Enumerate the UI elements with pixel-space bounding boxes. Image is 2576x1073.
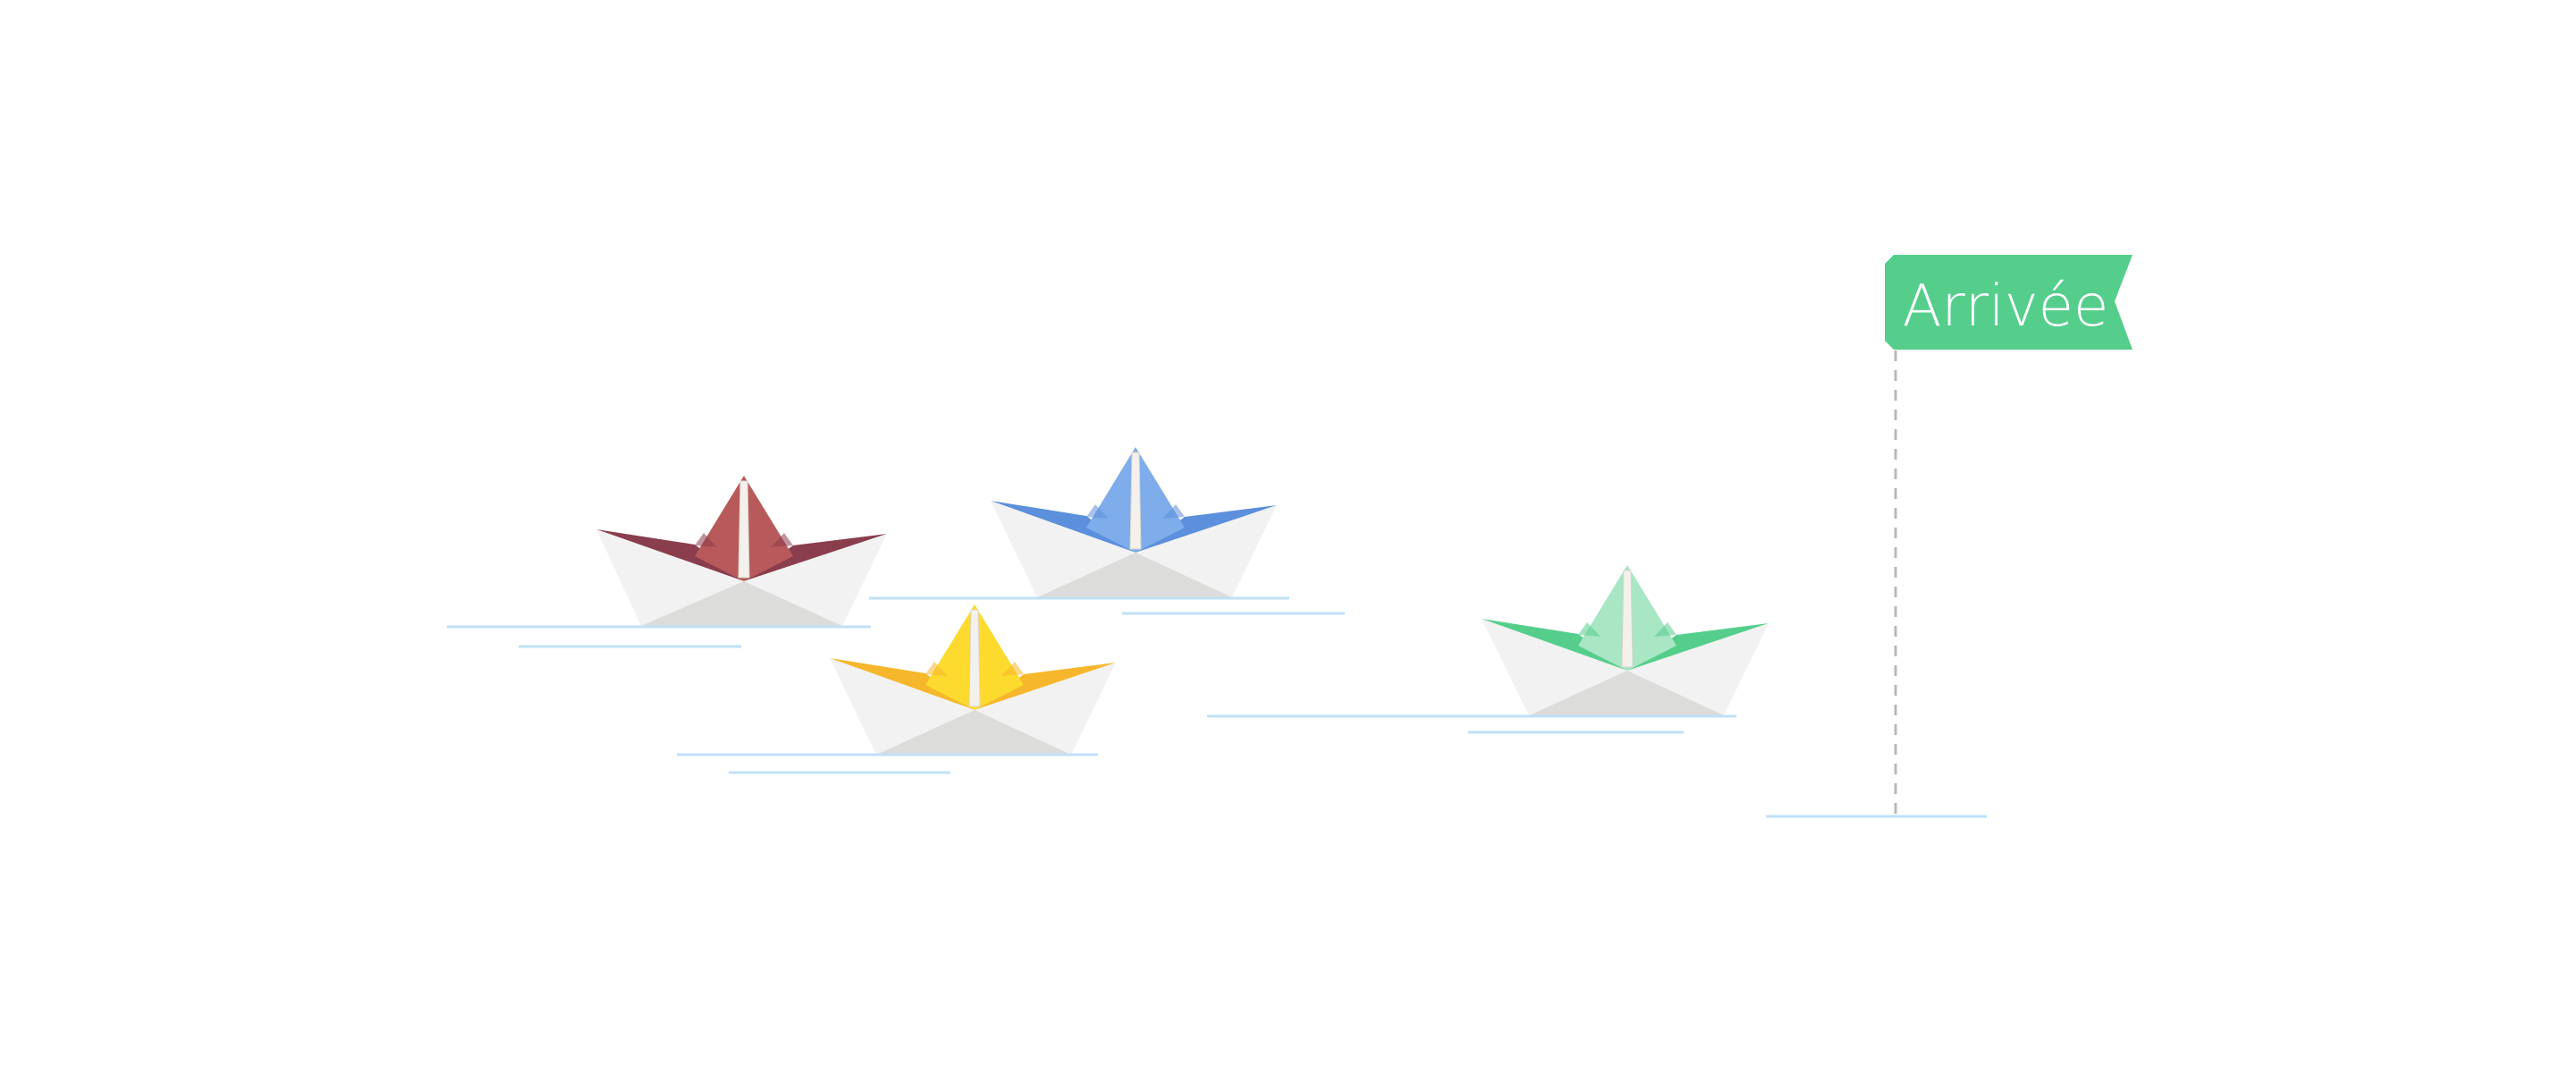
red-boat-hull bbox=[744, 534, 887, 626]
green-boat-hull-shadow bbox=[1529, 671, 1724, 715]
green-boat bbox=[1207, 565, 1769, 734]
blue-boat bbox=[869, 447, 1345, 615]
yellow-boat bbox=[677, 604, 1116, 774]
finish-flag: Arrivée bbox=[1885, 255, 2133, 814]
blue-boat-hull-shadow bbox=[1037, 553, 1232, 597]
red-boat-hull bbox=[596, 529, 744, 626]
flag-label: Arrivée bbox=[1903, 274, 2109, 340]
flag-banner bbox=[1885, 255, 2133, 350]
red-boat-fold bbox=[695, 533, 717, 547]
red-boat-mast bbox=[738, 480, 750, 579]
green-boat-fold bbox=[1654, 622, 1677, 637]
yellow-boat-fold bbox=[1001, 662, 1024, 676]
blue-boat-hull bbox=[1136, 505, 1277, 597]
yellow-boat-fold bbox=[925, 662, 948, 676]
green-boat-mast bbox=[1621, 570, 1634, 668]
yellow-boat-mast bbox=[968, 609, 981, 707]
yellow-boat-hull bbox=[975, 663, 1116, 755]
blue-boat-hull bbox=[991, 501, 1136, 597]
red-boat-fold bbox=[771, 533, 793, 547]
yellow-boat-hull-shadow bbox=[876, 710, 1071, 755]
green-boat-hull bbox=[1627, 623, 1769, 715]
blue-boat-fold bbox=[1162, 504, 1185, 519]
green-boat-fold bbox=[1578, 622, 1600, 637]
red-boat-hull-shadow bbox=[641, 581, 842, 626]
blue-boat-fold bbox=[1086, 504, 1109, 519]
blue-boat-mast bbox=[1129, 452, 1142, 550]
yellow-boat-hull bbox=[830, 658, 975, 755]
red-boat bbox=[447, 476, 887, 648]
green-boat-hull bbox=[1482, 619, 1627, 715]
